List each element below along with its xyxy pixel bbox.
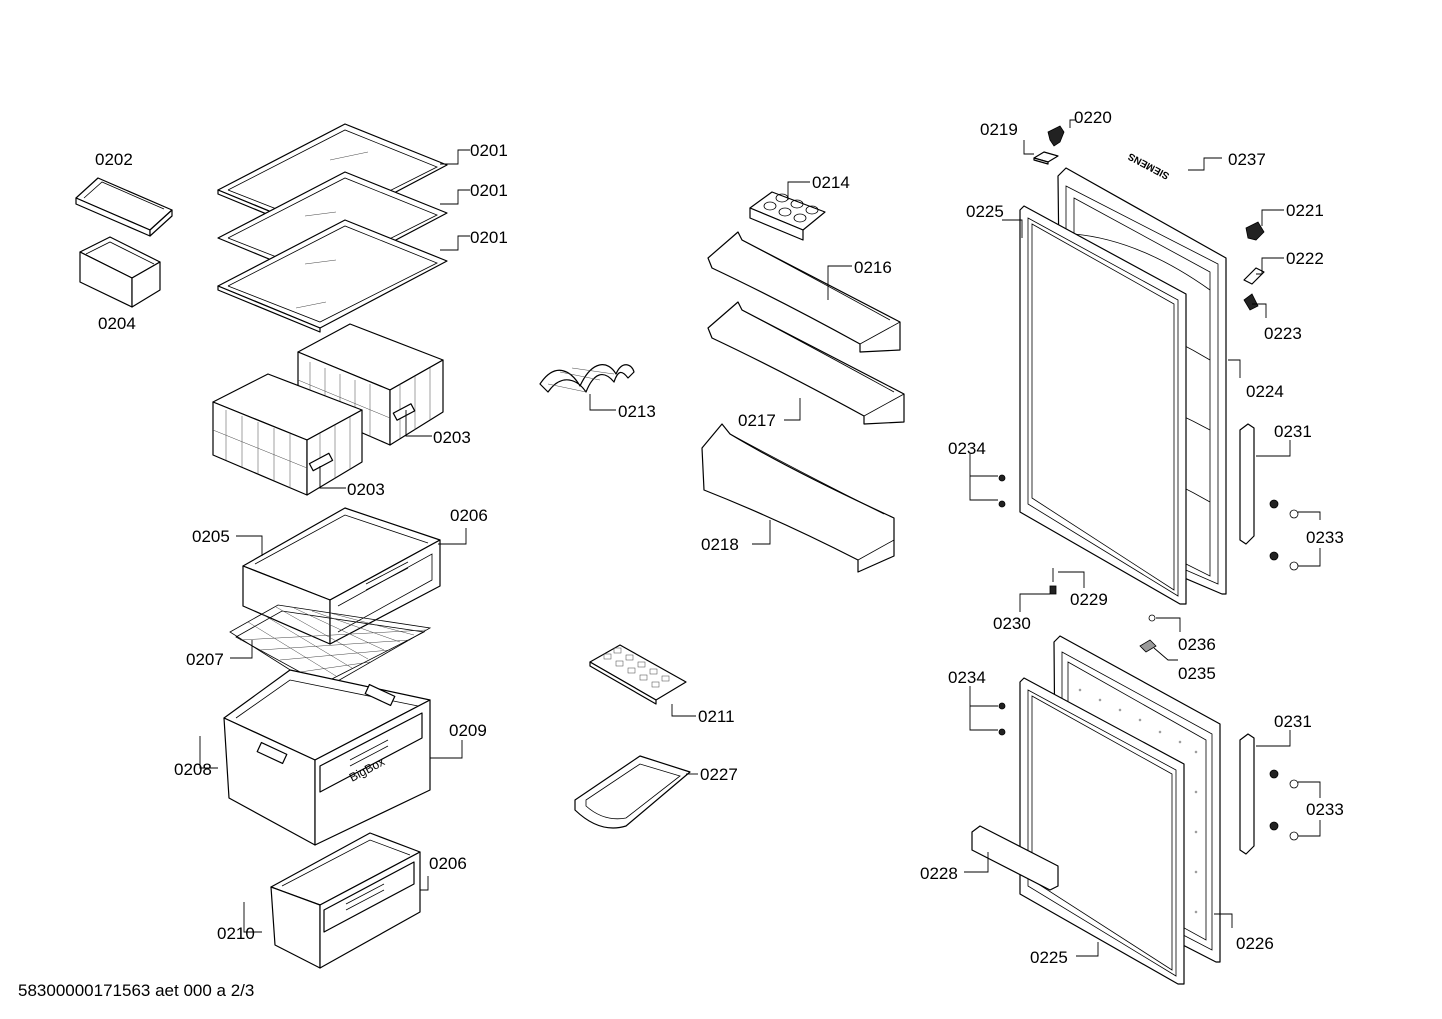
label-0217: 0217: [738, 411, 776, 430]
part-0222-cover: [1243, 267, 1265, 285]
part-0221-hinge: [1245, 221, 1265, 241]
part-0231-upper-handle: [1239, 423, 1255, 545]
label-0216: 0216: [854, 258, 892, 277]
label-0201b: 0201: [470, 181, 508, 200]
label-0218: 0218: [701, 535, 739, 554]
label-0224: 0224: [1246, 382, 1284, 401]
part-0202-lid: [75, 177, 173, 237]
part-0214-egg-tray: [749, 191, 826, 241]
part-0229-0230-pin: [1049, 568, 1057, 595]
label-0201c: 0201: [470, 228, 508, 247]
label-0222: 0222: [1286, 249, 1324, 268]
label-0219: 0219: [980, 120, 1018, 139]
label-0205: 0205: [192, 527, 230, 546]
label-0209: 0209: [449, 721, 487, 740]
part-0227-tray: [574, 755, 691, 829]
part-0235-0236-bracket: [1139, 614, 1157, 653]
part-0231-lower-handle: [1239, 733, 1255, 855]
label-0201a: 0201: [470, 141, 508, 160]
label-0231a: 0231: [1274, 422, 1312, 441]
part-labels: 0201 0201 0201 0202 0204 0203 0203 0205 …: [95, 108, 1344, 967]
label-0229: 0229: [1070, 590, 1108, 609]
drawing-number-footer: 58300000171563 aet 000 a 2/3: [18, 981, 254, 1000]
label-0221: 0221: [1286, 201, 1324, 220]
part-0201-shelves: [217, 123, 448, 333]
screws-upper: [998, 474, 1299, 571]
label-0237: 0237: [1228, 150, 1266, 169]
label-0206b: 0206: [429, 854, 467, 873]
label-0234b: 0234: [948, 668, 986, 687]
label-0203a: 0203: [433, 428, 471, 447]
part-0204-box: [79, 236, 161, 308]
label-0214: 0214: [812, 173, 850, 192]
door-brand: SIEMENS: [1126, 150, 1171, 181]
part-0205-drawer: [242, 507, 441, 645]
part-0225-upper-gasket: [1019, 205, 1187, 605]
label-0236: 0236: [1178, 635, 1216, 654]
part-0225-lower-gasket: [1019, 677, 1185, 985]
label-0225b: 0225: [1030, 948, 1068, 967]
label-0225a: 0225: [966, 202, 1004, 221]
label-0207: 0207: [186, 650, 224, 669]
part-0203-baskets: [212, 323, 444, 496]
part-0220-hinge: [1047, 125, 1065, 147]
label-0204: 0204: [98, 314, 136, 333]
label-0230: 0230: [993, 614, 1031, 633]
part-0208-bigbox: BigBox: [223, 669, 431, 846]
label-0220: 0220: [1074, 108, 1112, 127]
label-0210: 0210: [217, 924, 255, 943]
label-0211: 0211: [698, 707, 735, 726]
part-0219-cap: [1033, 151, 1059, 165]
part-0207-wire-shelf: [229, 604, 432, 691]
part-0210-drawer: [270, 832, 421, 969]
label-0203b: 0203: [347, 480, 385, 499]
label-0226: 0226: [1236, 934, 1274, 953]
label-0233a: 0233: [1306, 528, 1344, 547]
label-0233b: 0233: [1306, 800, 1344, 819]
label-0235: 0235: [1178, 664, 1216, 683]
label-0234a: 0234: [948, 439, 986, 458]
label-0213: 0213: [618, 402, 656, 421]
part-0211-ice-tray: [589, 644, 687, 705]
label-0202: 0202: [95, 150, 133, 169]
part-0228-cover: [971, 825, 1059, 891]
screws-lower: [998, 702, 1299, 841]
part-0213-bottle-rack: [539, 364, 635, 393]
label-0227: 0227: [700, 765, 738, 784]
label-0206a: 0206: [450, 506, 488, 525]
part-0223-cover: [1243, 293, 1259, 311]
label-0208: 0208: [174, 760, 212, 779]
label-0228: 0228: [920, 864, 958, 883]
label-0231b: 0231: [1274, 712, 1312, 731]
part-door-shelves: [701, 231, 905, 573]
leader-lines: [199, 119, 1321, 957]
label-0223: 0223: [1264, 324, 1302, 343]
